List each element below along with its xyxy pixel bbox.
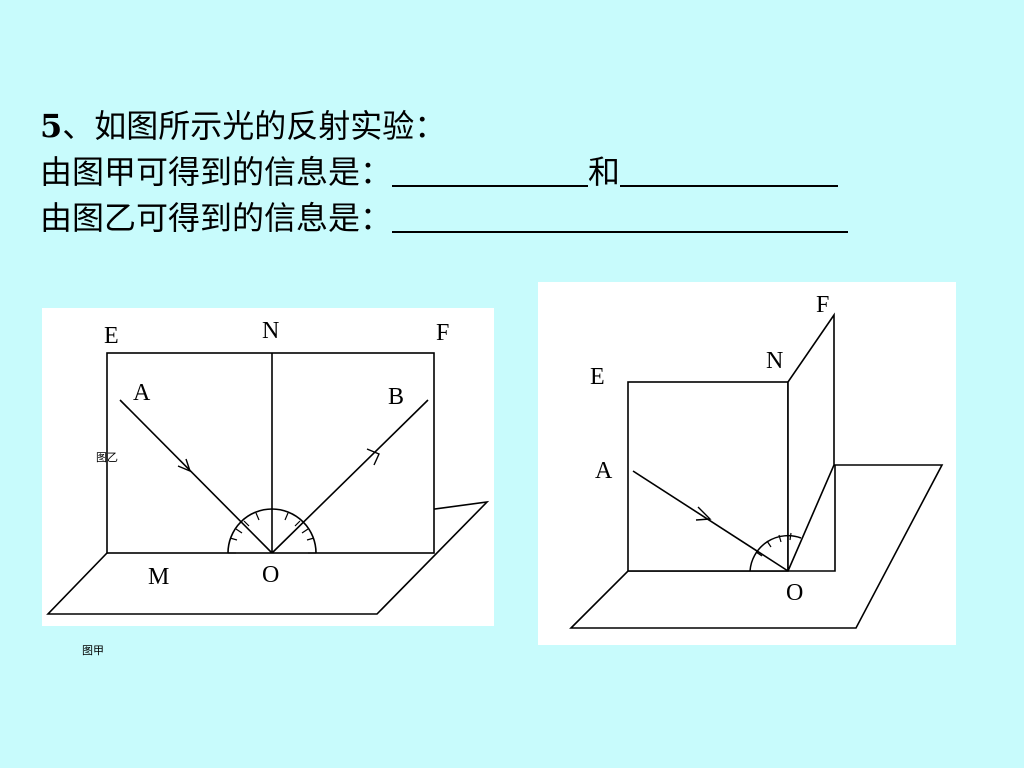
board-right-rotated [787,312,835,572]
protractor-ticks [755,532,792,557]
reflected-ray-arrow [366,448,380,466]
label-O: O [262,562,279,588]
caption-bottom: 图甲 [82,644,104,657]
incident-ray-arrow [695,506,712,521]
line1-and: 和 [588,153,621,191]
incident-ray [632,470,789,572]
caption-side: 图乙 [96,451,118,464]
label-N: N [766,348,783,374]
label-A: A [595,458,613,484]
figure-left: E N F A B M O [42,308,494,626]
label-F: F [436,320,449,346]
board-left [627,381,789,572]
question-line-2: 由图乙可得到的信息是： [40,196,849,240]
question-title: 5、如图所示光的反射实验： [40,104,446,148]
protractor-arc [227,508,317,554]
question-line-1: 由图甲可得到的信息是： 和 [40,150,839,194]
label-F: F [816,292,829,318]
protractor-ticks [228,512,316,554]
incident-ray [119,399,273,554]
answer-blank-2[interactable] [620,155,839,187]
reflected-ray [271,399,429,554]
figure-right: E N F A O [538,282,956,645]
label-M: M [148,564,169,590]
answer-blank-3[interactable] [392,201,849,233]
board-rect [106,352,435,554]
label-O: O [786,580,803,606]
answer-blank-1[interactable] [392,155,589,187]
line2-prefix: 由图乙可得到的信息是： [40,199,393,237]
label-E: E [104,323,119,349]
incident-ray-arrow [177,458,192,473]
label-N: N [262,318,279,344]
label-E: E [590,364,605,390]
figure-right-drawing: E N F A O [569,292,944,629]
label-B: B [388,384,404,410]
figure-left-drawing: E N F A B M O [46,318,490,615]
label-A: A [133,380,151,406]
question-number: 5 [40,107,63,145]
line1-prefix: 由图甲可得到的信息是： [40,153,393,191]
floor-plane [569,464,944,629]
question-title-text: 、如图所示光的反射实验： [62,107,447,145]
